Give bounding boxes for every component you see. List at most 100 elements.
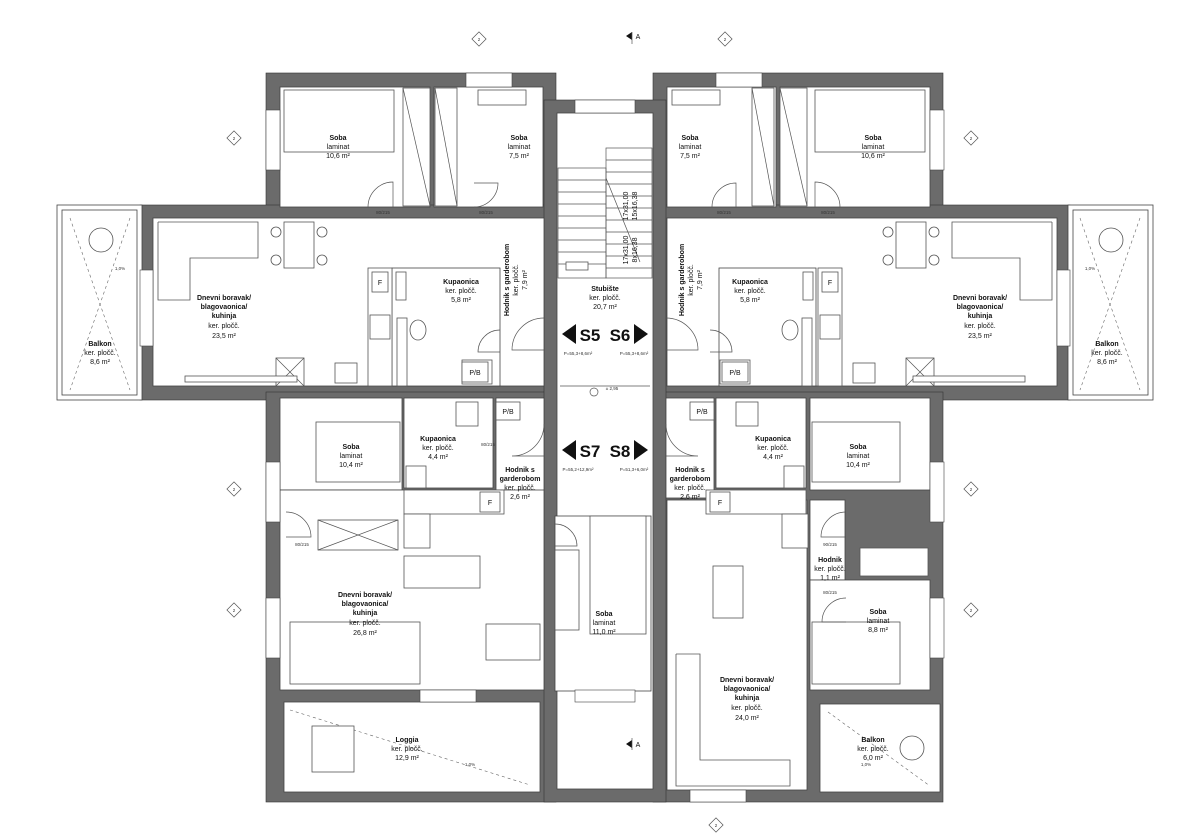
room-floor: ker. pločč. xyxy=(391,746,423,753)
room-floor: ker. pločč. xyxy=(504,485,536,492)
room-floor: ker. pločč. xyxy=(589,295,621,302)
svg-text:2: 2 xyxy=(724,37,727,42)
unit-label-s7: S7 xyxy=(580,442,601,461)
room-name: Dnevni boravak/ xyxy=(338,592,392,599)
room-floor: laminat xyxy=(847,453,870,460)
room-floor: ker. pločč. xyxy=(445,288,477,295)
shaft-label: P/B xyxy=(502,409,514,416)
shaft-label: P/B xyxy=(729,370,741,377)
section-arrow-icon xyxy=(626,740,632,748)
room-name: Balkon xyxy=(88,341,111,348)
room-name: Kupaonica xyxy=(755,436,791,443)
room-name: kuhinja xyxy=(735,695,760,702)
room-floor: ker. pločč. xyxy=(674,485,706,492)
room-name: Stubište xyxy=(591,286,619,293)
room-area: 23,5 m² xyxy=(968,333,992,340)
room-area: 4,4 m² xyxy=(428,454,449,461)
elevation-marker-icon xyxy=(589,387,599,397)
door-tag: 90/215 xyxy=(823,542,837,547)
door-tag: 80/215 xyxy=(295,542,309,547)
room-name: garderobom xyxy=(500,476,541,483)
room-floor: ker. pločč. xyxy=(688,264,695,296)
section-label-top: A xyxy=(636,34,641,41)
room-area: 6,0 m² xyxy=(863,755,884,762)
room-area: 8,8 m² xyxy=(868,627,889,634)
room-floor: ker. pločč. xyxy=(857,746,889,753)
room-name: kuhinja xyxy=(353,610,378,617)
room-name: Soba xyxy=(681,135,698,142)
room-floor: ker. pločč. xyxy=(814,566,846,573)
room-floor: laminat xyxy=(862,144,885,151)
stair-steps-label: 17x31,00 xyxy=(623,235,630,264)
window-marker-icon: 2 xyxy=(226,130,242,146)
windows xyxy=(139,72,1071,803)
unit-arrow-right xyxy=(634,440,648,460)
room-name: Soba xyxy=(595,611,612,618)
unit-label-s5: S5 xyxy=(580,326,601,345)
window-marker-icon: 2 xyxy=(708,817,724,833)
stair-steps-label: 17x31,00 xyxy=(623,191,630,220)
room-floor: ker. pločč. xyxy=(513,264,520,296)
room-floor: ker. pločč. xyxy=(84,350,116,357)
room-floor: ker. pločč. xyxy=(964,323,996,330)
room-floor: ker. pločč. xyxy=(1091,350,1123,357)
section-markers: A A xyxy=(626,32,641,750)
room-floor: ker. pločč. xyxy=(757,445,789,452)
room-area: 10,4 m² xyxy=(846,462,870,469)
room-floor: laminat xyxy=(508,144,531,151)
door-tag: 80/215 xyxy=(481,442,495,447)
room-name: blagovaonica/ xyxy=(342,601,389,608)
door-tag: 80/215 xyxy=(821,210,835,215)
room-area: 7,9 m² xyxy=(697,269,704,290)
room-floor: laminat xyxy=(679,144,702,151)
svg-text:2: 2 xyxy=(478,37,481,42)
room-name: Hodnik s garderobom xyxy=(679,244,686,316)
window-marker-icon: 2 xyxy=(226,481,242,497)
room-area: 10,6 m² xyxy=(326,153,350,160)
annotations: 80/215 80/215 80/215 80/215 80/215 90/21… xyxy=(115,31,1095,833)
room-floor: ker. pločč. xyxy=(734,288,766,295)
room-name: Hodnik xyxy=(818,557,842,564)
room-area: 2,6 m² xyxy=(680,494,701,501)
room-area: 23,5 m² xyxy=(212,333,236,340)
room-name: Dnevni boravak/ xyxy=(197,295,251,302)
door-tag: 80/215 xyxy=(479,210,493,215)
room-area: 24,0 m² xyxy=(735,715,759,722)
window-marker-icon: 2 xyxy=(963,130,979,146)
svg-text:2: 2 xyxy=(715,823,718,828)
room-area: 7,5 m² xyxy=(509,153,530,160)
unit-markers: S5 S6 S7 S8 P=55,3+8,6m² P=55,3+8,6m² P=… xyxy=(562,324,649,472)
slope-label: 1,0% xyxy=(1085,266,1095,271)
unit-label-s8: S8 xyxy=(610,442,631,461)
room-area: 4,4 m² xyxy=(763,454,784,461)
room-floor: laminat xyxy=(340,453,363,460)
slope-label: 1,0% xyxy=(861,762,871,767)
unit-label-s6: S6 xyxy=(610,326,631,345)
room-name: Kupaonica xyxy=(443,279,479,286)
room-area: 2,6 m² xyxy=(510,494,531,501)
svg-text:2: 2 xyxy=(233,136,236,141)
room-name: blagovaonica/ xyxy=(724,686,771,693)
unit-area-s6: P=55,3+8,6m² xyxy=(620,351,649,356)
room-area: 5,8 m² xyxy=(740,297,761,304)
svg-text:2: 2 xyxy=(970,136,973,141)
window-marker-icon: 2 xyxy=(717,31,733,47)
unit-arrow-left xyxy=(562,324,576,344)
room-name: Soba xyxy=(342,444,359,451)
unit-arrow-left xyxy=(562,440,576,460)
room-name: Hodnik s xyxy=(505,467,535,474)
room-name: Soba xyxy=(510,135,527,142)
room-name: blagovaonica/ xyxy=(201,304,248,311)
room-name: Hodnik s garderobom xyxy=(504,244,511,316)
room-name: Soba xyxy=(864,135,881,142)
room-area: 7,9 m² xyxy=(522,269,529,290)
room-area: 10,6 m² xyxy=(861,153,885,160)
room-name: Soba xyxy=(849,444,866,451)
slope-label: 1,0% xyxy=(115,266,125,271)
room-area: 1,1 m² xyxy=(820,575,841,582)
section-arrow-icon xyxy=(626,32,632,40)
appliance-tags: F F F F P/B P/B P/B P/B xyxy=(371,271,839,513)
shaft-label: P/B xyxy=(469,370,481,377)
svg-text:2: 2 xyxy=(970,487,973,492)
